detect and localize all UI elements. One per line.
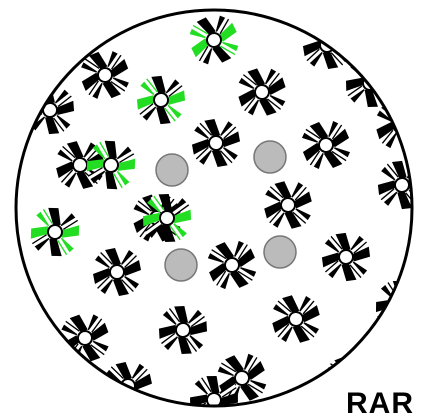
pinwheel-symbol bbox=[192, 119, 241, 168]
solid-gray-disc bbox=[156, 154, 188, 186]
pinwheel-symbol bbox=[0, 305, 48, 355]
solid-gray-disc bbox=[254, 141, 286, 173]
solid-gray-disc bbox=[165, 249, 197, 281]
solid-gray-disc bbox=[264, 236, 296, 268]
pinwheel-symbol bbox=[93, 248, 141, 296]
